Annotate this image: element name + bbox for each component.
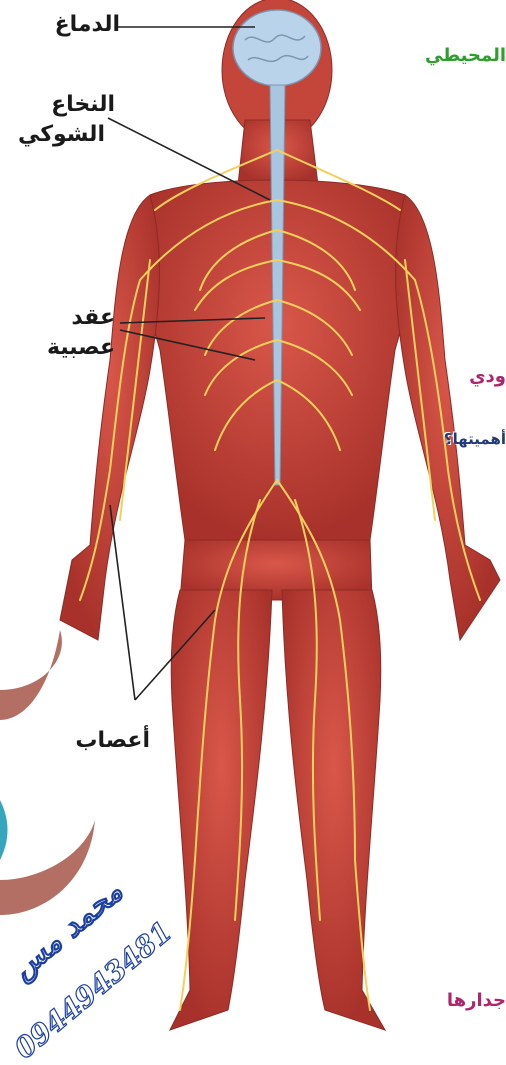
- brain: [233, 10, 321, 86]
- label-spinal-cord-line1: النخاع: [15, 92, 115, 117]
- side-text-walls: جدارها: [447, 990, 506, 1011]
- side-text-importance: أهميتها؟: [444, 430, 506, 448]
- label-nerves: أعصاب: [45, 728, 150, 753]
- label-brain: الدماغ: [20, 12, 120, 37]
- side-text-peripheral: المحيطي: [425, 45, 506, 66]
- label-ganglia-line1: عقد: [30, 305, 115, 330]
- decorative-swoosh-pink: [0, 630, 95, 915]
- side-text-wadi: ودي: [469, 366, 506, 387]
- label-ganglia-line2: عصبية: [20, 335, 115, 360]
- label-spinal-cord-line2: الشوكي: [5, 122, 105, 147]
